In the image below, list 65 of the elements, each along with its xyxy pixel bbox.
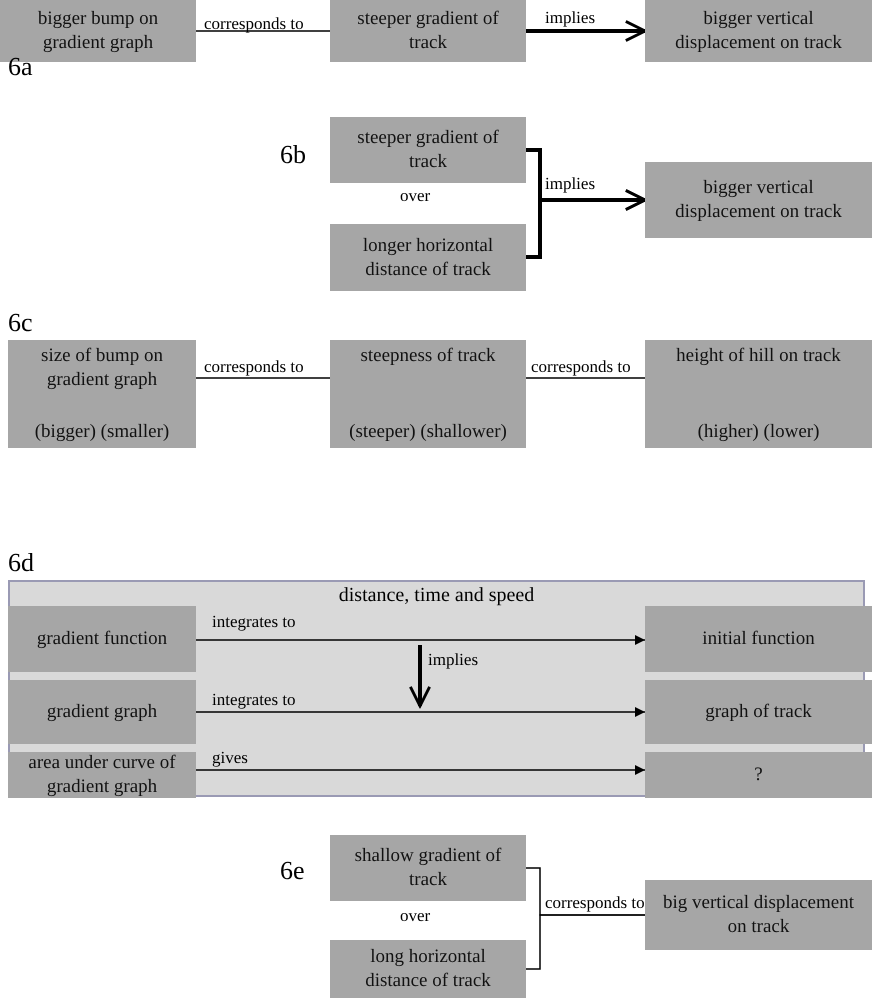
box-text: height of hill on track [676,344,841,368]
box-text: graph of track [705,700,812,724]
concept-box [645,0,872,62]
box-text: bigger bump on gradient graph [36,7,160,55]
panel-number: 6c [8,308,33,338]
concept-box [330,340,526,448]
concept-box [8,606,196,672]
edge-label: corresponds to [204,357,304,377]
concept-box [645,162,872,238]
panel-number: 6b [280,140,306,170]
box-text: longer horizontal distance of track [362,234,494,282]
connector-line [526,914,645,970]
concept-box [330,224,526,291]
box-text: big vertical displacement on track [662,891,855,939]
connector-line [196,377,330,379]
edge-label: corresponds to [204,14,304,34]
concept-box [8,752,196,798]
group-title: distance, time and speed [338,584,536,607]
edge-label: implies [545,8,596,28]
concept-box [330,117,526,183]
concept-box [330,835,526,901]
box-text: long horizontal distance of track [364,945,492,993]
arrow [196,707,645,717]
concept-box [8,680,196,744]
box-subtext: (steeper) (shallower) [349,420,507,444]
edge-label: implies [545,174,596,194]
concept-box [645,880,872,950]
box-text: gradient graph [46,700,158,724]
panel-number: 6d [8,548,34,578]
box-text: size of bump on gradient graph [40,344,164,392]
panel-number: 6e [280,856,305,886]
box-text: initial function [702,627,815,651]
connector-line [526,377,645,379]
edge-label: corresponds to [545,893,645,913]
box-text: shallow gradient of track [354,844,502,892]
concept-box [645,606,872,672]
connecting-word: over [400,186,430,206]
box-text: steepness of track [360,344,496,368]
arrow [526,188,646,259]
concept-box [330,0,526,62]
edge-label: corresponds to [531,357,631,377]
box-text: area under curve of gradient graph [27,751,177,799]
arrow [196,765,645,775]
arrow-label: implies [428,650,478,670]
concept-box [645,340,872,448]
edge-label: integrates to [212,612,296,632]
box-text: gradient function [36,627,168,651]
arrow [526,20,646,42]
box-text: steeper gradient of track [356,7,500,55]
arrow [196,635,645,645]
connecting-word: over [400,906,430,926]
concept-box [645,752,872,798]
concept-box [330,940,526,998]
edge-label: gives [212,748,248,768]
panel-number: 6a [8,52,33,82]
connector-line [196,30,330,32]
concept-box [645,680,872,744]
box-text: bigger vertical displacement on track [674,7,843,55]
edge-label: integrates to [212,690,296,710]
box-text: bigger vertical displacement on track [674,176,843,224]
box-subtext: (higher) (lower) [698,420,820,444]
concept-box [8,340,196,448]
box-text: ? [754,763,763,787]
box-subtext: (bigger) (smaller) [34,420,170,444]
box-text: steeper gradient of track [356,126,500,174]
